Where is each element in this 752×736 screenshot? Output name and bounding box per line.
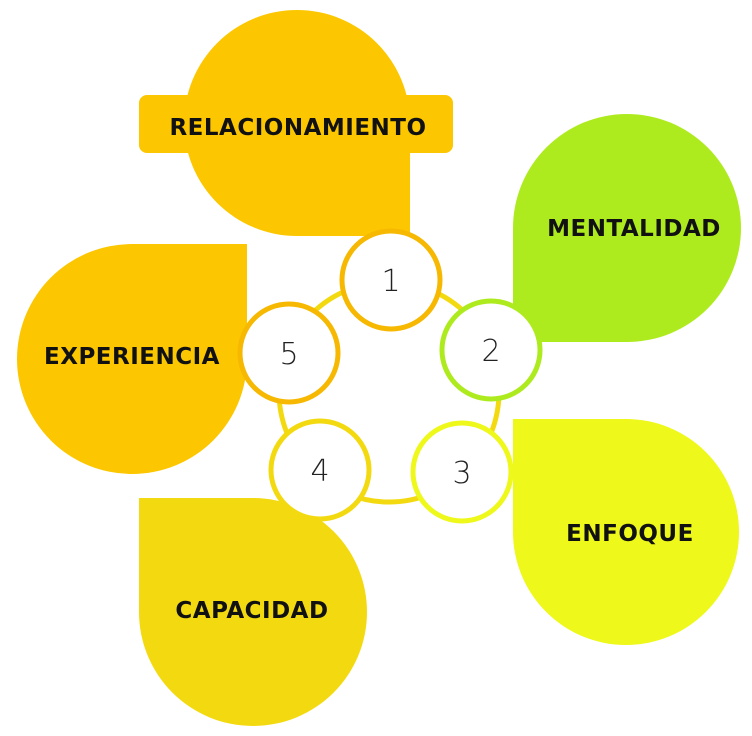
node-1-circle bbox=[339, 228, 443, 332]
petal-5-label: EXPERIENCIA bbox=[44, 344, 220, 370]
node-2-number: 2 bbox=[481, 334, 500, 369]
node-3: 3 bbox=[410, 420, 514, 524]
node-4-number: 4 bbox=[310, 454, 329, 489]
petal-1-label: RELACIONAMIENTO bbox=[169, 115, 426, 141]
petal-3: ENFOQUE bbox=[513, 419, 739, 645]
node-4: 4 bbox=[268, 418, 372, 522]
petal-4-shape bbox=[139, 498, 367, 726]
petal-4-label: CAPACIDAD bbox=[175, 598, 328, 624]
node-1: 1 bbox=[339, 228, 443, 332]
petal-2-label: MENTALIDAD bbox=[547, 216, 721, 242]
petal-2: MENTALIDAD bbox=[513, 114, 741, 342]
petal-2-shape bbox=[513, 114, 741, 342]
petal-1: RELACIONAMIENTO bbox=[139, 10, 453, 236]
petal-5-shape bbox=[17, 244, 247, 474]
node-5-number: 5 bbox=[279, 337, 298, 372]
petal-3-label: ENFOQUE bbox=[566, 521, 694, 547]
petal-5: EXPERIENCIA bbox=[17, 244, 247, 474]
petal-3-shape bbox=[513, 419, 739, 645]
node-5: 5 bbox=[237, 301, 341, 405]
petal-4: CAPACIDAD bbox=[139, 498, 367, 726]
node-4-circle bbox=[268, 418, 372, 522]
node-1-number: 1 bbox=[381, 264, 400, 299]
node-3-circle bbox=[410, 420, 514, 524]
node-3-number: 3 bbox=[452, 456, 471, 491]
node-2-circle bbox=[439, 298, 543, 402]
node-2: 2 bbox=[439, 298, 543, 402]
petal-1-banner bbox=[139, 95, 453, 153]
node-5-circle bbox=[237, 301, 341, 405]
